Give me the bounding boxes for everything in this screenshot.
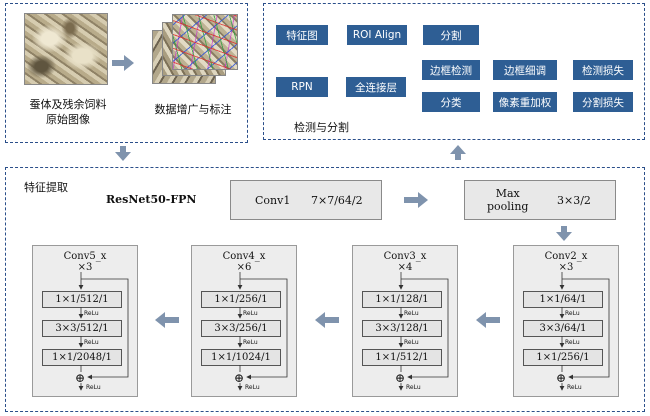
relu-label: ReLu: [84, 310, 99, 317]
node-seg-loss: 分割损失: [573, 92, 633, 112]
detect-connectors: [298, 31, 573, 106]
relu-label: ReLu: [404, 310, 419, 317]
stage-conv3-layer-1: 1×1/128/1: [362, 291, 442, 308]
raw-image: [24, 13, 108, 85]
conv1-spec: 7×7/64/2: [311, 194, 363, 207]
stage-conv4: Conv4_x ×6 1×1/256/1 3×3/256/1 1×1/1024/…: [191, 245, 297, 397]
stage-conv2-layer-3: 1×1/256/1: [523, 349, 603, 366]
relu-label: ReLu: [243, 310, 258, 317]
relu-label: ReLu: [84, 339, 99, 346]
stage-conv2-title: Conv2_x: [544, 251, 588, 262]
augmented-image-front: [172, 14, 238, 70]
node-classify: 分类: [422, 92, 480, 112]
arrow-extract-to-detect: [450, 145, 466, 160]
node-detect-loss: 检测损失: [573, 60, 633, 80]
relu-label: ReLu: [86, 384, 101, 391]
stage-conv4-title: Conv4_x: [222, 251, 266, 262]
stage-conv4-layer-1: 1×1/256/1: [201, 291, 281, 308]
node-box-detect: 边框检测: [422, 60, 480, 80]
stage-conv3-repeat: ×4: [397, 262, 413, 273]
extract-panel-label: 特征提取: [24, 181, 68, 194]
augment-caption: 数据增广与标注: [154, 103, 232, 116]
arrow-input-to-extract: [115, 146, 131, 161]
raw-caption-line1: 蚕体及残余饲料: [29, 98, 107, 111]
maxpool-name-line1: Max: [495, 187, 520, 200]
residual-connectors: [78, 272, 610, 391]
backbone-label: ResNet50-FPN: [106, 193, 197, 206]
detect-panel-label: 检测与分割: [294, 121, 349, 134]
arrow-maxpool-to-conv2: [556, 226, 572, 241]
stage-conv5-layer-1: 1×1/512/1: [42, 291, 122, 308]
stage-conv5: Conv5_x ×3 1×1/512/1 3×3/512/1 1×1/2048/…: [32, 245, 138, 397]
sum-node: ⊕: [395, 371, 406, 385]
stage-conv3-layer-2: 3×3/128/1: [362, 320, 442, 337]
stage-conv3: Conv3_x ×4 1×1/128/1 3×3/128/1 1×1/512/1…: [352, 245, 458, 397]
stage-conv4-layer-2: 3×3/256/1: [201, 320, 281, 337]
stage-conv3-title: Conv3_x: [383, 251, 427, 262]
flow-arrows: [112, 55, 572, 328]
relu-label: ReLu: [245, 384, 260, 391]
stage-conv4-repeat: ×6: [236, 262, 252, 273]
conv1-name: Conv1: [255, 194, 291, 207]
relu-label: ReLu: [406, 384, 421, 391]
maxpool-box: Max pooling 3×3/2: [464, 180, 616, 220]
node-feature-map: 特征图: [276, 25, 328, 45]
node-roi-align: ROI Align: [347, 25, 407, 45]
stage-conv2: Conv2_x ×3 1×1/64/1 3×3/64/1 1×1/256/1 R…: [513, 245, 619, 397]
node-pixel-reweight: 像素重加权: [493, 92, 557, 112]
raw-caption-line2: 原始图像: [46, 113, 90, 126]
relu-label: ReLu: [565, 310, 580, 317]
arrow-conv4-to-conv5: [155, 312, 179, 328]
node-rpn: RPN: [276, 77, 328, 97]
stage-conv2-layer-1: 1×1/64/1: [523, 291, 603, 308]
relu-label: ReLu: [565, 339, 580, 346]
relu-label: ReLu: [567, 384, 582, 391]
node-fc-layer: 全连接层: [346, 77, 406, 97]
extract-panel: [5, 167, 645, 412]
stage-conv5-repeat: ×3: [77, 262, 93, 273]
arrow-raw-to-augment: [112, 55, 134, 71]
sum-node: ⊕: [75, 371, 86, 385]
stage-conv4-layer-3: 1×1/1024/1: [201, 349, 281, 366]
stage-conv5-layer-3: 1×1/2048/1: [42, 349, 122, 366]
raw-image-caption: 蚕体及残余饲料 原始图像: [12, 97, 124, 127]
arrow-conv1-to-maxpool: [404, 192, 428, 208]
sum-node: ⊕: [234, 371, 245, 385]
stage-conv5-title: Conv5_x: [63, 251, 107, 262]
maxpool-spec: 3×3/2: [557, 194, 591, 207]
input-panel: [5, 3, 248, 143]
conv1-box: Conv1 7×7/64/2: [230, 180, 382, 220]
maxpool-name-line2: pooling: [487, 200, 529, 213]
node-segment: 分割: [423, 25, 479, 45]
stage-conv3-layer-3: 1×1/512/1: [362, 349, 442, 366]
arrow-conv3-to-conv4: [315, 312, 339, 328]
relu-label: ReLu: [243, 339, 258, 346]
node-box-refine: 边框细调: [493, 60, 557, 80]
detect-panel: [263, 3, 645, 140]
stage-conv2-layer-2: 3×3/64/1: [523, 320, 603, 337]
relu-label: ReLu: [404, 339, 419, 346]
stage-conv5-layer-2: 3×3/512/1: [42, 320, 122, 337]
arrow-conv2-to-conv3: [476, 312, 500, 328]
sum-node: ⊕: [556, 371, 567, 385]
stage-conv2-repeat: ×3: [558, 262, 574, 273]
